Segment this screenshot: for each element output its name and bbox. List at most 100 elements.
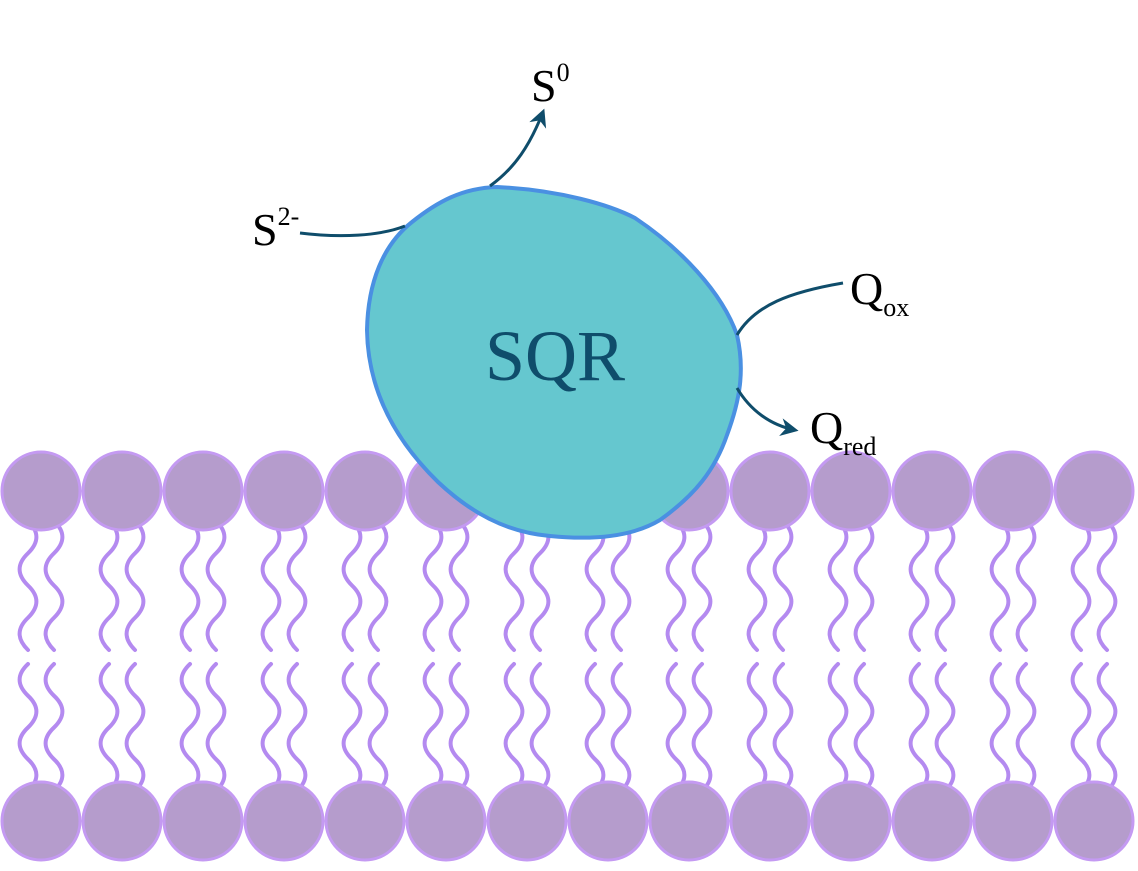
lipid-head: [243, 450, 325, 532]
lipid-tail: [260, 662, 282, 793]
quinone-ox-label: Qox: [850, 263, 909, 322]
lipid-head: [729, 780, 811, 862]
lipid-tail: [98, 519, 120, 652]
lipid-tail: [853, 662, 875, 793]
lipid-tail: [908, 662, 930, 793]
quinone-red-label: Qred: [810, 402, 876, 461]
lipid-tail: [989, 662, 1011, 793]
lipid-head: [1053, 450, 1135, 532]
lipid-head: [567, 780, 649, 862]
lipid-tail: [772, 662, 794, 793]
lipid-tail: [827, 519, 849, 652]
lipid-head: [324, 450, 406, 532]
lipid-head: [0, 450, 82, 532]
lipid-head: [243, 780, 325, 862]
quinone-red-base: Q: [810, 402, 843, 453]
lipid-tail: [17, 662, 39, 793]
lipid-tail: [448, 519, 470, 652]
lipid-tail: [1070, 519, 1092, 652]
lipid-tail: [286, 662, 308, 793]
lipid-tail: [772, 519, 794, 652]
product-base: S: [531, 60, 557, 111]
lipid-head: [972, 450, 1054, 532]
lipid-tail: [124, 519, 146, 652]
lipid-tail: [1096, 519, 1118, 652]
lipid-tail: [503, 662, 525, 793]
lipid-tail: [422, 662, 444, 793]
lipid-tail: [43, 662, 65, 793]
product-arrow: [489, 108, 547, 188]
quinone-ox-sub: ox: [883, 293, 909, 322]
lipid-tail: [665, 662, 687, 793]
lipid-tail: [934, 519, 956, 652]
lipid-tail: [43, 519, 65, 652]
lipid-tail: [179, 519, 201, 652]
quinone-ox-base: Q: [850, 263, 883, 314]
lipid-tail: [1015, 662, 1037, 793]
lipid-head: [324, 780, 406, 862]
lipid-tail: [205, 519, 227, 652]
lipid-tail: [853, 519, 875, 652]
lipid-tail: [691, 519, 713, 652]
substrate-base: S: [252, 204, 278, 255]
quinone-red-sub: red: [843, 432, 876, 461]
lipid-head: [972, 780, 1054, 862]
lipid-head: [1053, 780, 1135, 862]
lipid-tail: [422, 519, 444, 652]
substrate-sup: 2-: [278, 202, 300, 231]
lipid-tail: [179, 662, 201, 793]
substrate-connector: [299, 224, 406, 238]
lipid-head: [162, 780, 244, 862]
product-label: S0: [531, 58, 570, 111]
lipid-tail: [584, 662, 606, 793]
lipid-tail: [367, 662, 389, 793]
lipid-tail: [1096, 662, 1118, 793]
lipid-tail: [205, 662, 227, 793]
lipid-tail: [503, 519, 525, 652]
lipid-tail: [341, 662, 363, 793]
product-sup: 0: [557, 58, 570, 87]
lipid-head: [162, 450, 244, 532]
lipid-tail: [610, 519, 632, 652]
lipid-tail: [124, 662, 146, 793]
lipid-tail: [827, 662, 849, 793]
lipid-tail: [746, 662, 768, 793]
lipid-tail: [665, 519, 687, 652]
lipid-tail: [98, 662, 120, 793]
lipid-tail: [610, 662, 632, 793]
lipid-head: [486, 780, 568, 862]
lipid-tail: [17, 519, 39, 652]
lipid-tail: [1070, 662, 1092, 793]
lipid-head: [81, 780, 163, 862]
lipid-tail: [908, 519, 930, 652]
lipid-head: [405, 780, 487, 862]
lipid-tail: [448, 662, 470, 793]
lipid-tail: [746, 519, 768, 652]
lipid-head: [810, 780, 892, 862]
enzyme-label: SQR: [485, 316, 625, 396]
lipid-tail: [341, 519, 363, 652]
lipid-head: [729, 450, 811, 532]
lipid-tail: [260, 519, 282, 652]
lipid-tail: [989, 519, 1011, 652]
lipid-head: [81, 450, 163, 532]
lipid-tail: [529, 519, 551, 652]
lipid-tail: [934, 662, 956, 793]
lipid-head: [0, 780, 82, 862]
lipid-head: [891, 780, 973, 862]
lipid-tail: [529, 662, 551, 793]
sqr-enzyme-blob: [364, 184, 743, 540]
quinone-red-arrow: [735, 387, 799, 436]
substrate-label: S2-: [252, 202, 299, 255]
lipid-tail: [691, 662, 713, 793]
lipid-tail: [367, 519, 389, 652]
lipid-tail: [286, 519, 308, 652]
lipid-tail: [1015, 519, 1037, 652]
lipid-tails: [17, 519, 1118, 793]
lower-leaflet-heads: [0, 780, 1135, 862]
lipid-head: [891, 450, 973, 532]
quinone-ox-connector: [735, 281, 844, 336]
lipid-head: [648, 780, 730, 862]
lipid-tail: [584, 519, 606, 652]
